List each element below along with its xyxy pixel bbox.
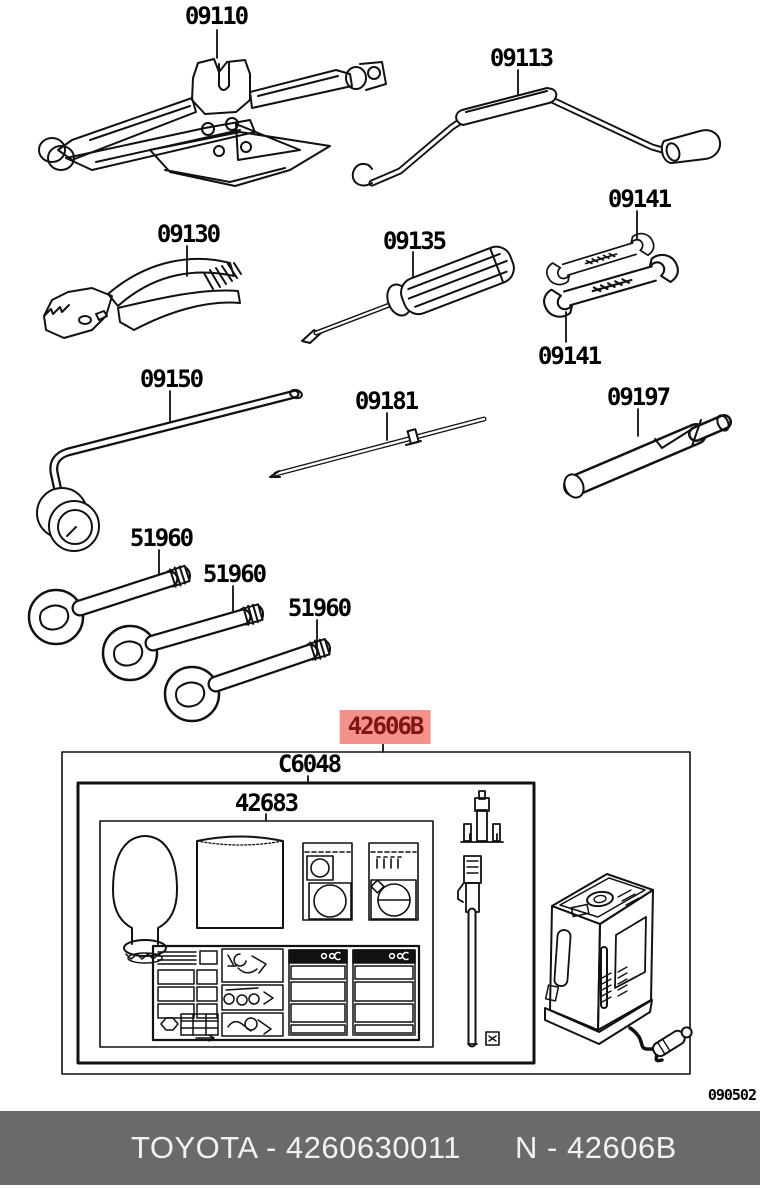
part-label-42683[interactable]: 42683 — [234, 789, 299, 817]
tow-hook-3-drawing — [163, 638, 332, 723]
part-label-09181[interactable]: 09181 — [354, 387, 419, 415]
instruction-sheet-drawing — [151, 944, 421, 1042]
part-label-51960-3[interactable]: 51960 — [287, 594, 352, 622]
part-label-42606B-highlighted[interactable]: 42606B — [339, 710, 431, 744]
canister-drawing — [196, 835, 284, 929]
part-label-09110[interactable]: 09110 — [184, 2, 249, 30]
rod-drawing — [269, 416, 487, 478]
part-label-09197[interactable]: 09197 — [606, 383, 671, 411]
tow-hook-1-drawing — [27, 564, 191, 646]
part-label-09141-bottom[interactable]: 09141 — [537, 342, 602, 370]
footer-ref-number: N - 42606B — [515, 1130, 677, 1165]
part-label-51960-1[interactable]: 51960 — [129, 524, 194, 552]
jack-handle-drawing — [351, 87, 722, 187]
screwdriver-drawing — [301, 245, 515, 344]
tow-hook-2-drawing — [101, 603, 265, 682]
part-label-09130[interactable]: 09130 — [156, 220, 221, 248]
wrench-bottom-drawing — [543, 253, 679, 318]
sealant-set-box — [99, 820, 434, 1048]
part-label-09135[interactable]: 09135 — [382, 227, 447, 255]
kit-case-box — [76, 781, 536, 1065]
tool-tube-drawing — [563, 414, 732, 499]
sealant-bottle-drawing — [112, 835, 178, 964]
wrench-top-drawing — [545, 232, 655, 286]
inflation-hose-drawing — [457, 855, 500, 1048]
leader-lines — [158, 29, 639, 822]
part-label-09150[interactable]: 09150 — [139, 365, 204, 393]
label-card-2-drawing — [368, 842, 419, 921]
kit-outer-box — [61, 751, 691, 1075]
valve-core-drawing — [460, 790, 504, 843]
footer-part-number: TOYOTA - 4260630011 — [131, 1130, 462, 1165]
compressor-drawing — [544, 873, 693, 1063]
doc-code: 090502 — [707, 1086, 757, 1104]
label-card-1-drawing — [302, 842, 353, 921]
part-label-09113[interactable]: 09113 — [489, 44, 554, 72]
pliers-drawing — [43, 257, 242, 339]
jack-drawing — [38, 58, 387, 187]
footer-bar: TOYOTA - 4260630011 N - 42606B — [0, 1111, 760, 1185]
part-label-51960-2[interactable]: 51960 — [202, 560, 267, 588]
hub-nut-wrench-drawing — [36, 388, 303, 552]
part-label-C6048[interactable]: C6048 — [277, 750, 342, 778]
part-label-09141-top[interactable]: 09141 — [607, 185, 672, 213]
